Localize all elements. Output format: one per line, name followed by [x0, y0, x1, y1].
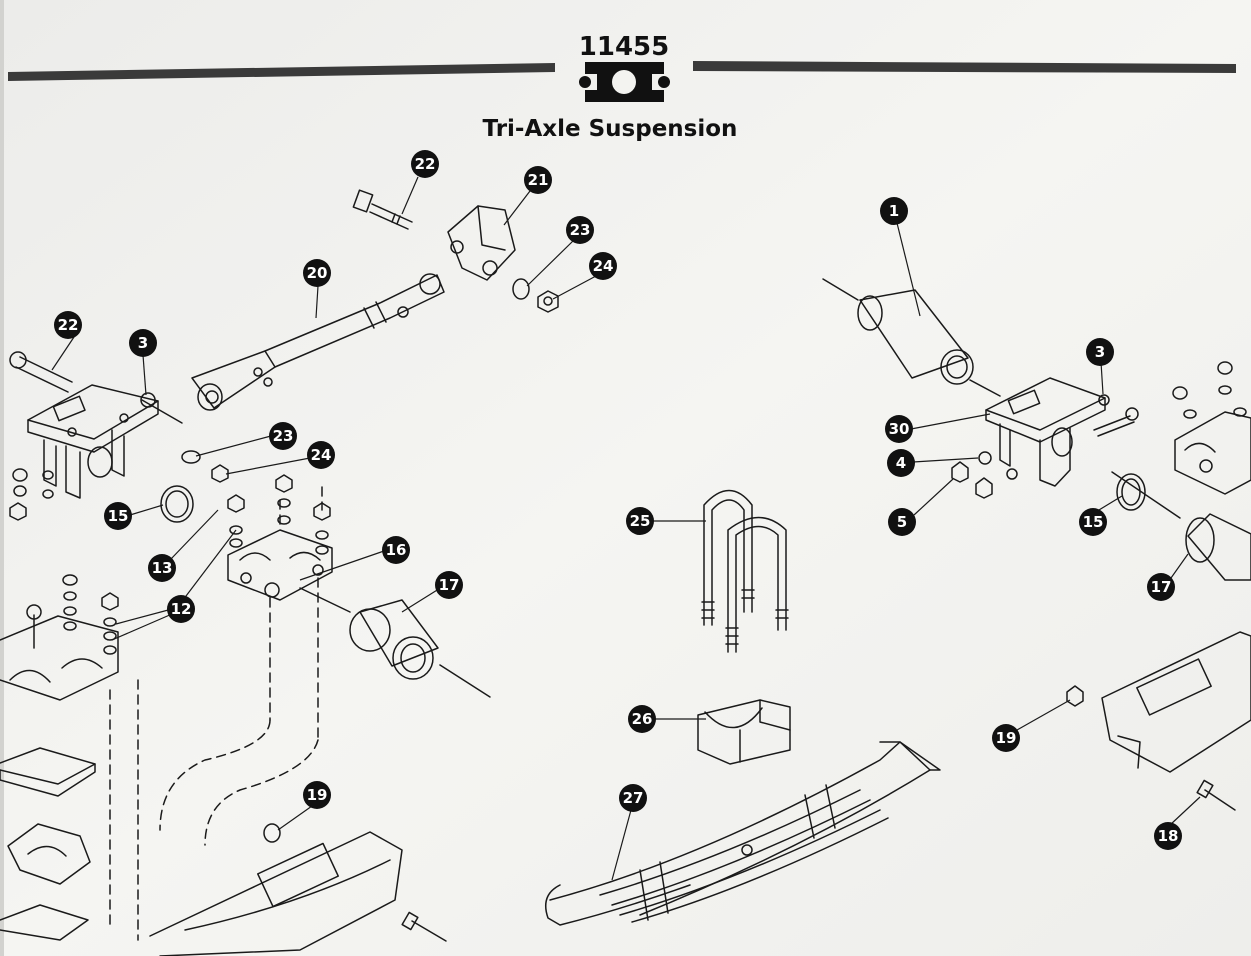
callout-26: 26 — [628, 705, 656, 733]
hanger-right-30 — [951, 377, 1146, 511]
beam-right — [1066, 631, 1251, 811]
callout-4: 4 — [887, 449, 915, 477]
svg-text:17: 17 — [439, 576, 460, 594]
nut-24-top — [537, 290, 559, 313]
bracket-21 — [447, 205, 516, 281]
callout-15: 15 — [1079, 508, 1107, 536]
callout-21: 21 — [524, 166, 552, 194]
svg-text:30: 30 — [889, 420, 910, 438]
paper-left-edge — [0, 0, 4, 956]
svg-text:3: 3 — [1095, 343, 1105, 361]
callout-22: 22 — [54, 311, 82, 339]
equalizer-right — [1172, 361, 1251, 495]
callout-3: 3 — [129, 329, 157, 357]
callout-15: 15 — [104, 502, 132, 530]
svg-text:20: 20 — [307, 264, 328, 282]
svg-text:22: 22 — [58, 316, 79, 334]
beam-left — [149, 823, 447, 956]
callout-30: 30 — [885, 415, 913, 443]
left-lower-stack — [0, 604, 119, 941]
parts-line-art — [0, 189, 1251, 956]
callouts: 22 21 23 24 20 22 3 23 24 15 13 12 16 17… — [54, 150, 1182, 850]
svg-text:25: 25 — [630, 512, 651, 530]
callout-3: 3 — [1086, 338, 1114, 366]
svg-text:4: 4 — [896, 454, 906, 472]
svg-text:15: 15 — [108, 507, 129, 525]
header: 11455 Tri-Axle Suspension — [8, 32, 1236, 142]
svg-text:18: 18 — [1158, 827, 1179, 845]
callout-23: 23 — [566, 216, 594, 244]
callout-22: 22 — [411, 150, 439, 178]
torque-arm-20 — [191, 273, 445, 411]
hanger-left — [9, 351, 183, 499]
svg-text:1: 1 — [889, 202, 899, 220]
spring-seat-26 — [697, 699, 791, 765]
header-rule-right — [693, 61, 1236, 73]
callout-18: 18 — [1154, 822, 1182, 850]
hardware-column-left — [9, 468, 331, 655]
callout-19: 19 — [992, 724, 1020, 752]
callout-1: 1 — [880, 197, 908, 225]
part-number: 11455 — [579, 32, 669, 62]
svg-text:26: 26 — [632, 710, 653, 728]
callout-5: 5 — [888, 508, 916, 536]
callout-24: 24 — [589, 252, 617, 280]
axle-tube-1 — [822, 278, 1001, 397]
svg-text:3: 3 — [138, 334, 148, 352]
dashed-guides — [109, 486, 323, 941]
svg-text:12: 12 — [171, 600, 192, 618]
svg-text:15: 15 — [1083, 513, 1104, 531]
two-dot-square-logo — [579, 62, 670, 102]
svg-text:23: 23 — [570, 221, 591, 239]
svg-text:19: 19 — [996, 729, 1017, 747]
svg-text:27: 27 — [623, 789, 644, 807]
svg-text:24: 24 — [593, 257, 614, 275]
callout-17: 17 — [435, 571, 463, 599]
bushing-17-left — [299, 587, 491, 698]
bolt-22-top — [352, 189, 413, 230]
equalizer-16 — [227, 529, 333, 601]
callout-16: 16 — [382, 536, 410, 564]
svg-text:16: 16 — [386, 541, 407, 559]
callout-20: 20 — [303, 259, 331, 287]
svg-text:17: 17 — [1151, 578, 1172, 596]
svg-text:24: 24 — [311, 446, 332, 464]
svg-text:22: 22 — [415, 155, 436, 173]
svg-text:5: 5 — [897, 513, 907, 531]
svg-text:23: 23 — [273, 427, 294, 445]
callout-24: 24 — [307, 441, 335, 469]
callout-25: 25 — [626, 507, 654, 535]
page-title: Tri-Axle Suspension — [483, 116, 738, 142]
leaf-spring-27 — [545, 741, 941, 926]
u-bolts-25 — [701, 489, 789, 653]
callout-17: 17 — [1147, 573, 1175, 601]
leader-lines — [51, 176, 1201, 881]
callout-19: 19 — [303, 781, 331, 809]
callout-12: 12 — [167, 595, 195, 623]
bushing-17-right — [1111, 471, 1251, 581]
svg-text:19: 19 — [307, 786, 328, 804]
callout-13: 13 — [148, 554, 176, 582]
svg-text:21: 21 — [528, 171, 549, 189]
header-rule-left — [8, 63, 555, 81]
callout-23: 23 — [269, 422, 297, 450]
callout-27: 27 — [619, 784, 647, 812]
svg-text:13: 13 — [152, 559, 173, 577]
